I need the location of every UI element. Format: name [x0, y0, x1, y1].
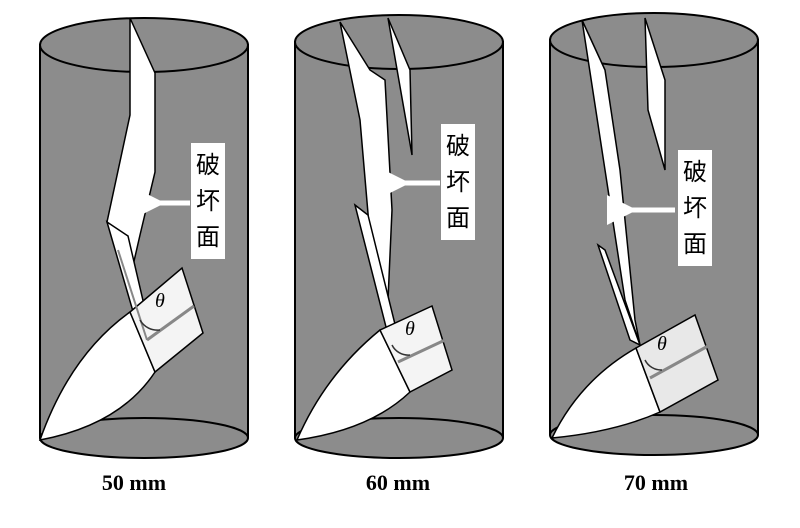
failure-surface-label: 破坏面	[441, 124, 475, 240]
fracture-surface-upper	[644, 17, 666, 171]
size-label: 50 mm	[101, 470, 167, 495]
angle-symbol: θ	[155, 290, 165, 312]
fracture-surface-main	[581, 19, 641, 346]
angle-symbol: θ	[405, 318, 415, 340]
failure-surface-label: 破坏面	[678, 150, 712, 266]
size-label: 70 mm	[623, 470, 689, 495]
shear-plane	[129, 266, 204, 374]
fracture-surface-upper	[387, 17, 413, 156]
angle-symbol: θ	[657, 333, 667, 355]
shear-plane	[378, 304, 453, 394]
fracture-surface-main	[339, 21, 393, 301]
size-label: 60 mm	[365, 470, 431, 495]
failure-surface-label: 破坏面	[191, 143, 225, 259]
cylinder-70mm	[549, 12, 759, 456]
